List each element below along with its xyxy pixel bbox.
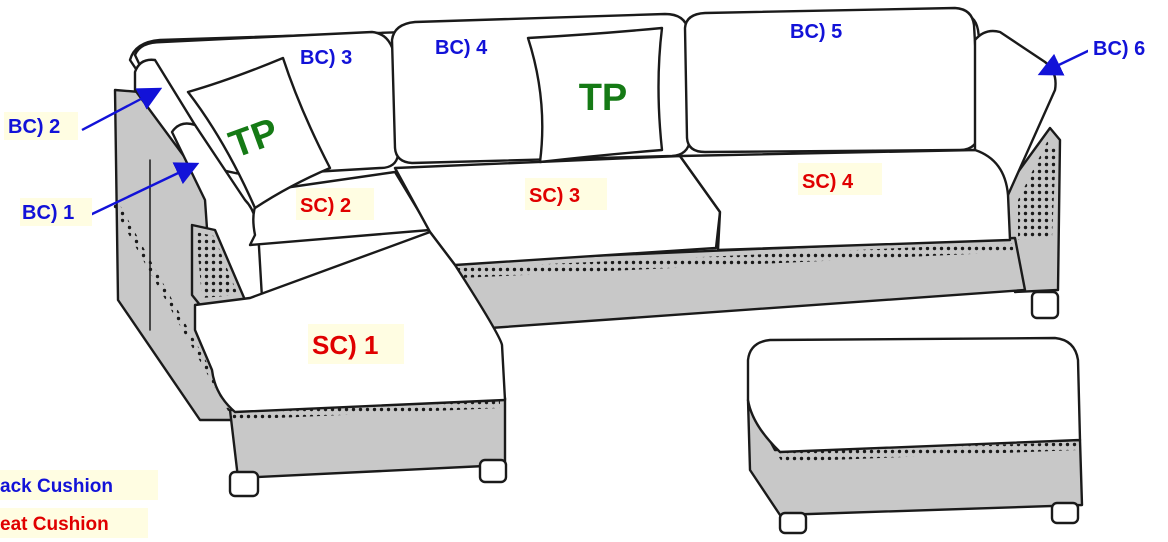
throw-pillow-1	[186, 56, 332, 210]
ottoman-cushion	[746, 336, 1082, 454]
label-sc3: SC) 3	[529, 185, 580, 207]
sofa-drawing	[112, 6, 1084, 535]
label-bc5: BC) 5	[790, 21, 842, 43]
label-bc1: BC) 1	[22, 202, 74, 224]
left-arm-studs	[196, 232, 238, 298]
chaise-studs	[232, 400, 500, 420]
leg-back-right	[1030, 290, 1060, 320]
arrow-bc1	[89, 162, 200, 217]
left-arm-stud-strip	[112, 205, 232, 418]
leg-front-left	[228, 470, 260, 498]
legend-seat-cushion: eat Cushion	[0, 514, 109, 535]
arrow-bc6	[1037, 48, 1091, 76]
right-base-studs	[458, 243, 1014, 278]
label-sc1: SC) 1	[312, 330, 378, 360]
ottoman-leg-left	[778, 511, 808, 535]
ottoman-studs	[752, 405, 1078, 462]
label-bc3: BC) 3	[300, 47, 352, 69]
right-arm-studs	[1018, 140, 1056, 240]
seat-cushion-sc1	[193, 230, 507, 414]
ottoman	[746, 336, 1084, 535]
label-bc6: BC) 6	[1093, 38, 1145, 60]
arrow-bc2	[81, 87, 163, 132]
seat-cushion-sc4	[678, 148, 1012, 252]
label-sc4: SC) 4	[802, 171, 854, 193]
label-bc4: BC) 4	[435, 37, 488, 59]
back-cushion-labels: BC) 2 BC) 1 BC) 3 BC) 4 BC) 5 BC) 6	[4, 21, 1166, 226]
seat-cushion-labels: SC) 2 SC) 3 SC) 4 SC) 1	[296, 163, 882, 364]
label-sc2: SC) 2	[300, 195, 351, 217]
legend-back-cushion: ack Cushion	[0, 476, 113, 497]
throw-pillow-2-label: TP	[579, 77, 628, 119]
legend: ack Cushion eat Cushion	[0, 470, 158, 538]
label-bc2: BC) 2	[8, 116, 60, 138]
leg-chaise-right	[478, 458, 508, 484]
ottoman-leg-right	[1050, 501, 1080, 525]
throw-pillow-2	[526, 26, 664, 164]
label-arrows	[81, 48, 1091, 217]
